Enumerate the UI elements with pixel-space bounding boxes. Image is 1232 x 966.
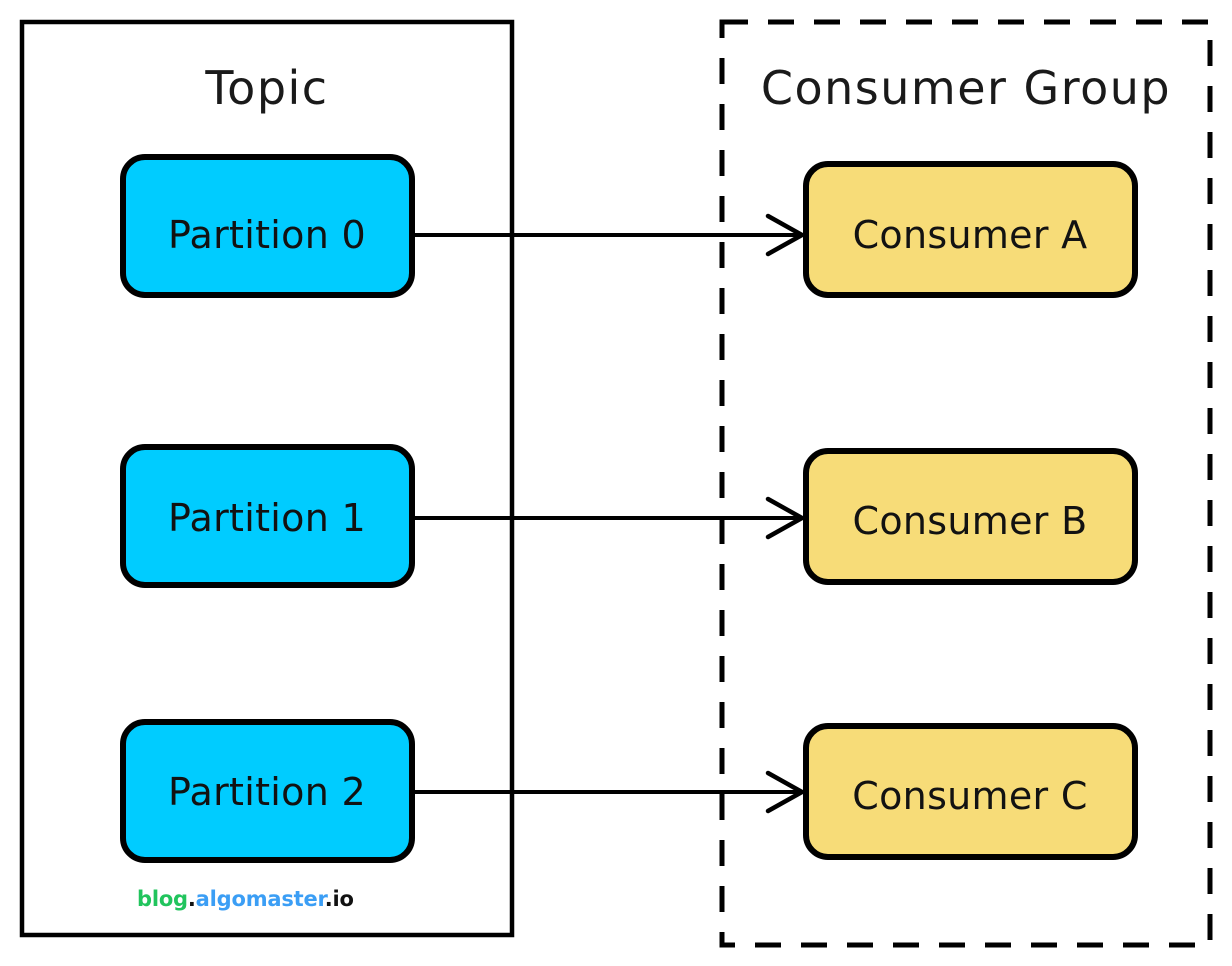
- connection-partition-1-to-consumer-b: [412, 496, 807, 540]
- consumer-node-c[interactable]: Consumer C: [803, 723, 1138, 860]
- arrowhead-icon: [765, 770, 807, 814]
- partition-label: Partition 1: [168, 496, 366, 540]
- partition-node-2[interactable]: Partition 2: [120, 719, 415, 863]
- arrowhead-icon: [765, 213, 807, 257]
- watermark-blog: blog: [137, 887, 188, 911]
- partition-box[interactable]: [120, 444, 415, 588]
- consumer-label: Consumer C: [852, 774, 1087, 818]
- partition-node-0[interactable]: Partition 0: [120, 154, 415, 298]
- watermark-tld: .io: [325, 887, 354, 911]
- watermark-dot: .: [188, 887, 196, 911]
- consumer-node-b[interactable]: Consumer B: [803, 448, 1138, 585]
- arrowhead-icon: [765, 496, 807, 540]
- partition-box[interactable]: [120, 154, 415, 298]
- consumer-label: Consumer B: [853, 499, 1088, 543]
- partition-box[interactable]: [120, 719, 415, 863]
- consumer-label: Consumer A: [853, 213, 1088, 257]
- connection-partition-2-to-consumer-c: [412, 770, 807, 814]
- watermark-text: blog.algomaster.io: [137, 887, 354, 911]
- partition-label: Partition 0: [168, 213, 366, 257]
- consumer-group-container-border: [719, 19, 1213, 948]
- topic-title: Topic: [204, 61, 328, 115]
- watermark: blog.algomaster.io: [137, 887, 354, 911]
- partition-label: Partition 2: [168, 770, 366, 814]
- consumer-box[interactable]: [803, 448, 1138, 585]
- consumer-box[interactable]: [803, 161, 1138, 298]
- connection-partition-0-to-consumer-a: [412, 213, 807, 257]
- watermark-algomaster: algomaster: [196, 887, 329, 911]
- topic-container-border: [19, 19, 515, 938]
- consumer-group-title: Consumer Group: [761, 61, 1171, 115]
- consumer-node-a[interactable]: Consumer A: [803, 161, 1138, 298]
- partition-node-1[interactable]: Partition 1: [120, 444, 415, 588]
- consumer-box[interactable]: [803, 723, 1138, 860]
